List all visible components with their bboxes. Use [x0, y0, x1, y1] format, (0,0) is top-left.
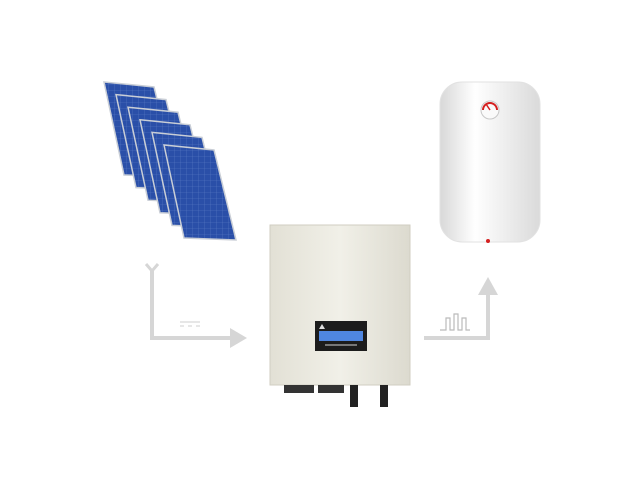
inverter: [269, 224, 411, 407]
lcd-screen: [319, 331, 363, 341]
water-heater: [439, 81, 541, 243]
pulse-waveform-icon: [440, 313, 470, 331]
solar-panel-array: [103, 81, 237, 241]
solar-panel: [163, 144, 237, 241]
indicator-light-icon: [486, 239, 490, 243]
connector-icon: [380, 385, 388, 407]
logo-icon: [319, 324, 325, 329]
connector-icon: [350, 385, 358, 407]
dc-flow-arrow: [144, 263, 247, 348]
ac-flow-arrow: [424, 277, 498, 340]
dc-current-symbol: [180, 321, 200, 327]
